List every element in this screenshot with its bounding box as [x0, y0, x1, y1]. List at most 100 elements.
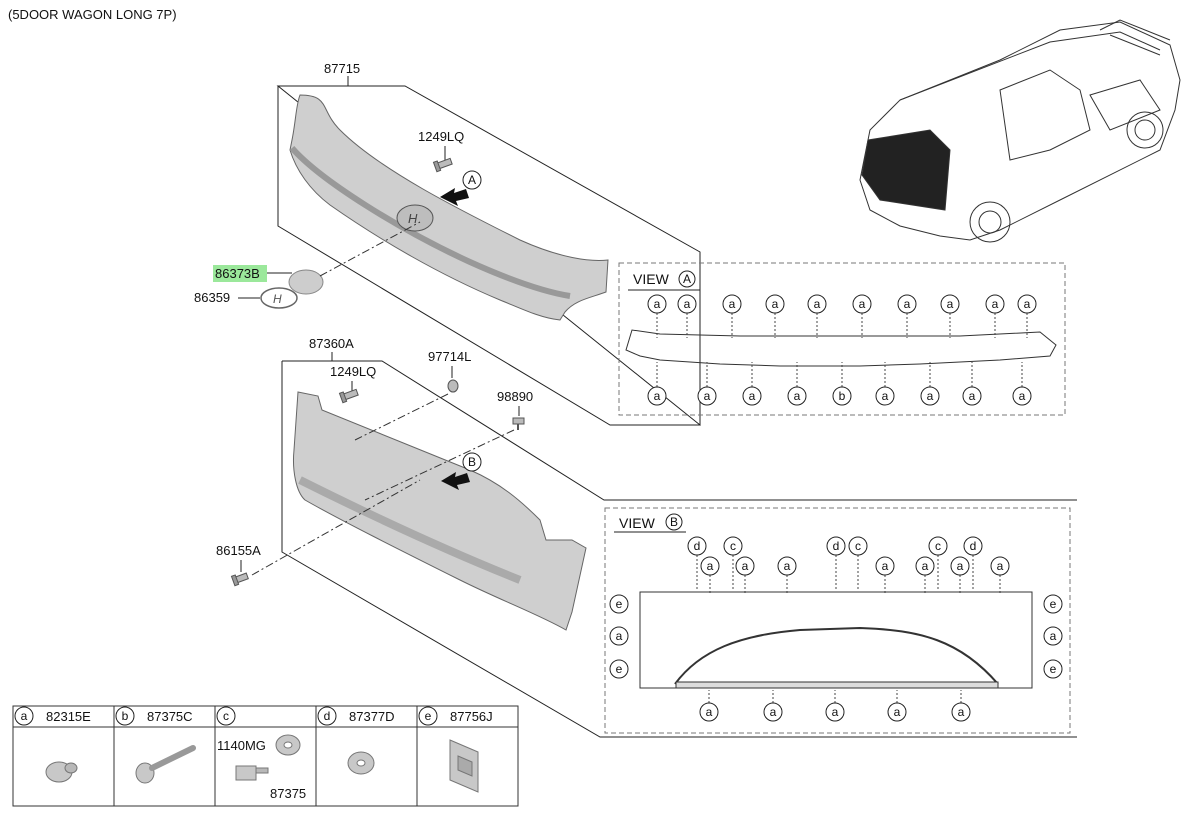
view-a-bottom-callout-0[interactable]: a: [647, 362, 667, 406]
legend-part-1140mg[interactable]: 1140MG: [217, 738, 266, 753]
view-a-bottom-callout-7-letter: a: [969, 389, 976, 403]
view-b-bottom-callout-2-circle: [825, 702, 845, 722]
view-b-row2-callout-4-circle: [915, 556, 935, 576]
view-b-row2-callout-6[interactable]: a: [990, 556, 1010, 595]
bolt-1249lq-icon[interactable]: [432, 157, 453, 173]
legend-border: [12, 705, 519, 807]
pad-87756j-icon: [449, 739, 479, 793]
view-a-top-callout-3[interactable]: a: [765, 294, 785, 338]
view-a-bottom-callout-4[interactable]: b: [832, 362, 852, 406]
view-a-bottom-callout-5[interactable]: a: [875, 362, 895, 406]
view-b-bottom-callout-1[interactable]: a: [763, 690, 783, 722]
view-b-right-callout-2-circle: [1043, 659, 1063, 679]
emblem-86359[interactable]: [260, 287, 298, 309]
legend-part-b[interactable]: 87375C: [147, 709, 193, 724]
callout-1249lq-mid[interactable]: 1249LQ: [330, 364, 376, 379]
view-b-right-callout-0[interactable]: e: [1043, 594, 1063, 614]
view-b-row2-callout-0[interactable]: a: [700, 556, 720, 595]
view-b-row2-callout-3[interactable]: a: [875, 556, 895, 595]
view-b-left-callout-0[interactable]: e: [609, 594, 629, 614]
view-a-top-callout-8[interactable]: a: [985, 294, 1005, 338]
view-b-row1-callout-2[interactable]: d: [826, 536, 846, 590]
view-b-right-callout-2[interactable]: e: [1043, 659, 1063, 679]
upper-garnish-87715[interactable]: [289, 94, 609, 321]
bolt-1249lq-mid-icon[interactable]: [338, 388, 359, 404]
view-a-top-callout-7[interactable]: a: [940, 294, 960, 338]
view-b-row1-callout-3-circle: [848, 536, 868, 556]
screw-86155a-icon[interactable]: [230, 571, 249, 587]
nut-97714l-icon[interactable]: [447, 379, 459, 393]
view-a-top-callout-2[interactable]: a: [722, 294, 742, 338]
callout-87360a[interactable]: 87360A: [309, 336, 354, 351]
view-a-part-outline: [625, 329, 1057, 367]
legend-key-d[interactable]: d: [317, 706, 337, 726]
view-a-top-callout-5-circle: [852, 294, 872, 314]
view-a-bottom-callout-6[interactable]: a: [920, 362, 940, 406]
legend-key-b-circle: [115, 706, 135, 726]
view-b-left-callout-2[interactable]: e: [609, 659, 629, 679]
callout-97714l[interactable]: 97714L: [428, 349, 471, 364]
view-b-row1-callout-0[interactable]: d: [687, 536, 707, 590]
clip-98890-icon[interactable]: [512, 417, 525, 430]
view-b-row1-callout-4[interactable]: c: [928, 536, 948, 590]
arrow-a-icon: [440, 188, 469, 206]
view-b-row2-callout-1-circle: [735, 556, 755, 576]
view-b-left-callout-1[interactable]: a: [609, 626, 629, 646]
view-b-row2-callout-4[interactable]: a: [915, 556, 935, 595]
legend-part-87375[interactable]: 87375: [270, 786, 306, 801]
callout-98890[interactable]: 98890: [497, 389, 533, 404]
view-a-bottom-callout-8-letter: a: [1019, 389, 1026, 403]
lower-garnish-87360a[interactable]: [293, 391, 587, 631]
view-b-bottom-callout-4[interactable]: a: [951, 690, 971, 722]
view-b-row1-callout-3[interactable]: c: [848, 536, 868, 590]
emblem-parts-group: 86373B 86359 H: [194, 221, 421, 309]
legend-key-b[interactable]: b: [115, 706, 135, 726]
legend-key-a[interactable]: a: [14, 706, 34, 726]
view-a-bottom-callout-3-circle: [787, 386, 807, 406]
view-a-top-callout-1[interactable]: a: [677, 294, 697, 338]
view-b-row1-callout-5[interactable]: d: [963, 536, 983, 590]
legend-part-a[interactable]: 82315E: [46, 709, 91, 724]
view-b-row2-callout-1[interactable]: a: [735, 556, 755, 595]
view-b-bottom-callout-3[interactable]: a: [887, 690, 907, 722]
view-a-bottom-callout-8[interactable]: a: [1012, 362, 1032, 406]
view-b-bottom-callout-1-letter: a: [770, 705, 777, 719]
view-a-top-callout-5[interactable]: a: [852, 294, 872, 338]
legend-key-a-letter: a: [21, 709, 28, 723]
view-a-bottom-callout-2[interactable]: a: [742, 362, 762, 406]
callout-86155a[interactable]: 86155A: [216, 543, 261, 558]
view-a-top-callout-9[interactable]: a: [1017, 294, 1037, 338]
view-b-left-callout-1-letter: a: [616, 629, 623, 643]
view-a-bottom-callout-5-letter: a: [882, 389, 889, 403]
callout-86373b[interactable]: 86373B: [215, 266, 260, 281]
view-a-bottom-callout-7[interactable]: a: [962, 362, 982, 406]
view-a-bottom-callout-1[interactable]: a: [697, 362, 717, 406]
variant-title: (5DOOR WAGON LONG 7P): [8, 7, 177, 22]
legend-part-e[interactable]: 87756J: [450, 709, 493, 724]
view-a-top-callout-6[interactable]: a: [897, 294, 917, 338]
legend-part-d[interactable]: 87377D: [349, 709, 395, 724]
legend-key-e[interactable]: e: [418, 706, 438, 726]
view-a-bottom-callout-3[interactable]: a: [787, 362, 807, 406]
view-b-row2-callout-5[interactable]: a: [950, 556, 970, 595]
view-b-row1-callout-1[interactable]: c: [723, 536, 743, 590]
view-b-bottom-callout-2[interactable]: a: [825, 690, 845, 722]
view-b-row2-callout-3-circle: [875, 556, 895, 576]
view-b-right-callout-1[interactable]: a: [1043, 626, 1063, 646]
view-a-top-callout-4[interactable]: a: [807, 294, 827, 338]
view-b-bottom-callout-0[interactable]: a: [699, 690, 719, 722]
callout-87715[interactable]: 87715: [324, 61, 360, 76]
view-a-bottom-callout-4-circle: [832, 386, 852, 406]
view-b-right-callout-0-circle: [1043, 594, 1063, 614]
legend-key-c[interactable]: c: [216, 706, 236, 726]
view-b-marker: [665, 513, 683, 531]
view-a-top-callout-0[interactable]: a: [647, 294, 667, 338]
callout-86359[interactable]: 86359: [194, 290, 230, 305]
view-b-row1-callout-1-letter: c: [730, 539, 736, 553]
view-b-left-callout-0-circle: [609, 594, 629, 614]
view-b-row2-callout-2[interactable]: a: [777, 556, 797, 595]
emblem-86373b[interactable]: [288, 269, 324, 295]
callout-1249lq-top[interactable]: 1249LQ: [418, 129, 464, 144]
leader-frame-87715-lower: [277, 86, 700, 426]
